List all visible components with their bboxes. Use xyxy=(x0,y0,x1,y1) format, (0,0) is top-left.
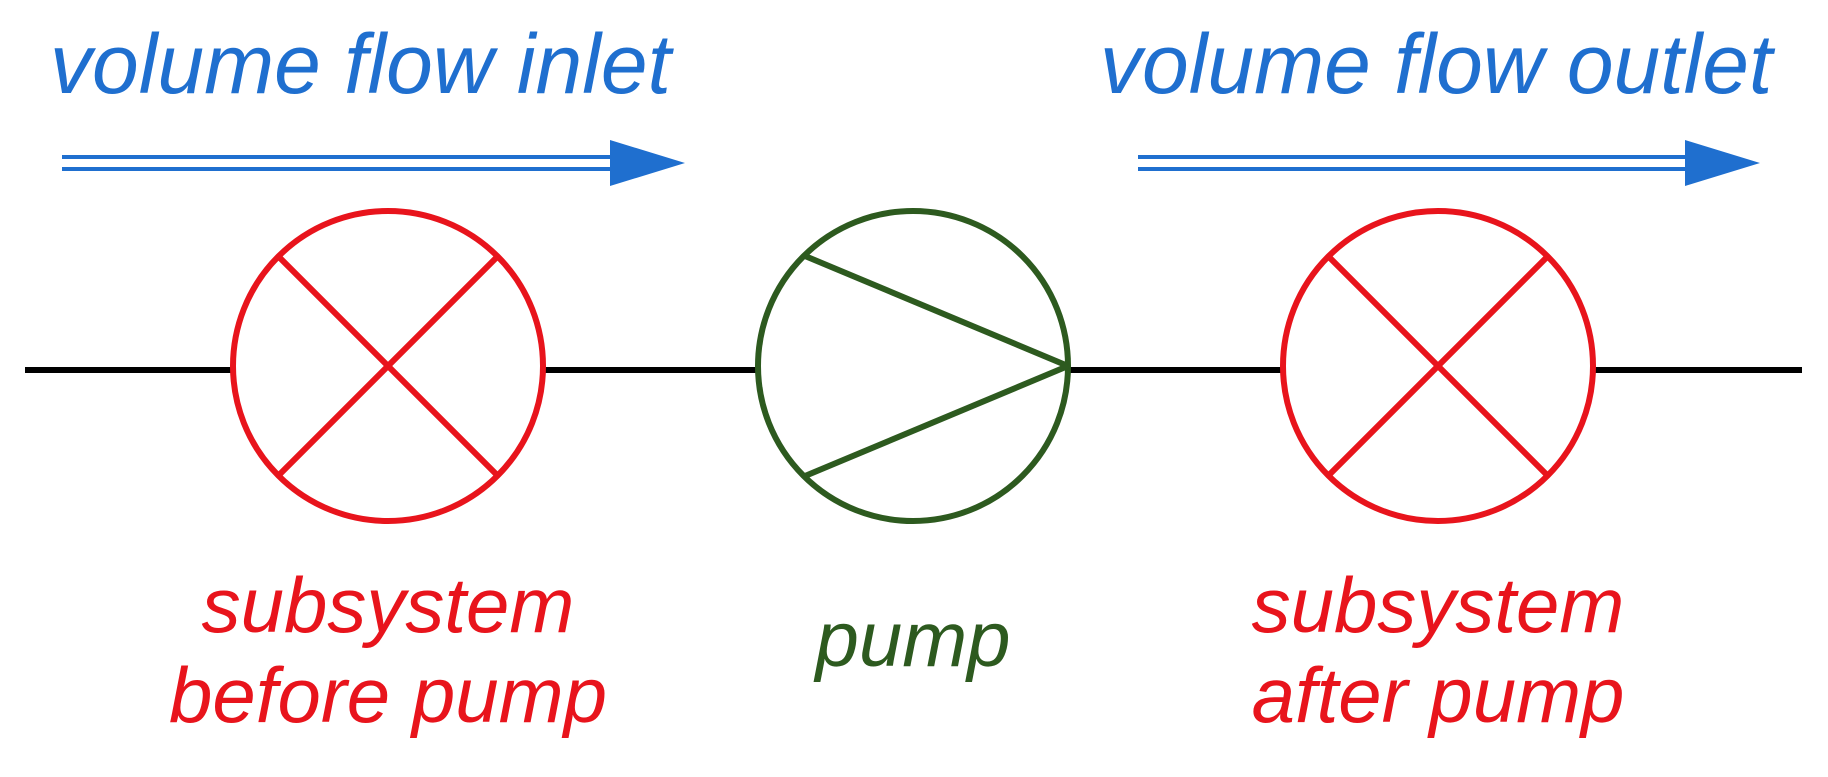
pump-symbol-icon xyxy=(755,208,1071,524)
subsystem-before-label-line2: before pump xyxy=(169,651,607,739)
subsystem-after-label-line2: after pump xyxy=(1251,651,1625,739)
subsystem-after-label-line1: subsystem xyxy=(1251,561,1625,649)
subsystem-before-crossed-circle-icon xyxy=(230,208,546,524)
subsystem-before-label-line1: subsystem xyxy=(201,561,575,649)
subsystem-before-label: subsystem before pump xyxy=(108,560,668,740)
outlet-flow-arrow-icon xyxy=(1138,140,1760,186)
pump-label: pump xyxy=(815,595,1011,683)
subsystem-after-crossed-circle-icon xyxy=(1280,208,1596,524)
subsystem-after-label: subsystem after pump xyxy=(1158,560,1718,740)
inlet-label: volume flow inlet xyxy=(50,17,671,111)
outlet-label: volume flow outlet xyxy=(1100,17,1773,111)
inlet-flow-arrow-icon xyxy=(62,140,685,186)
